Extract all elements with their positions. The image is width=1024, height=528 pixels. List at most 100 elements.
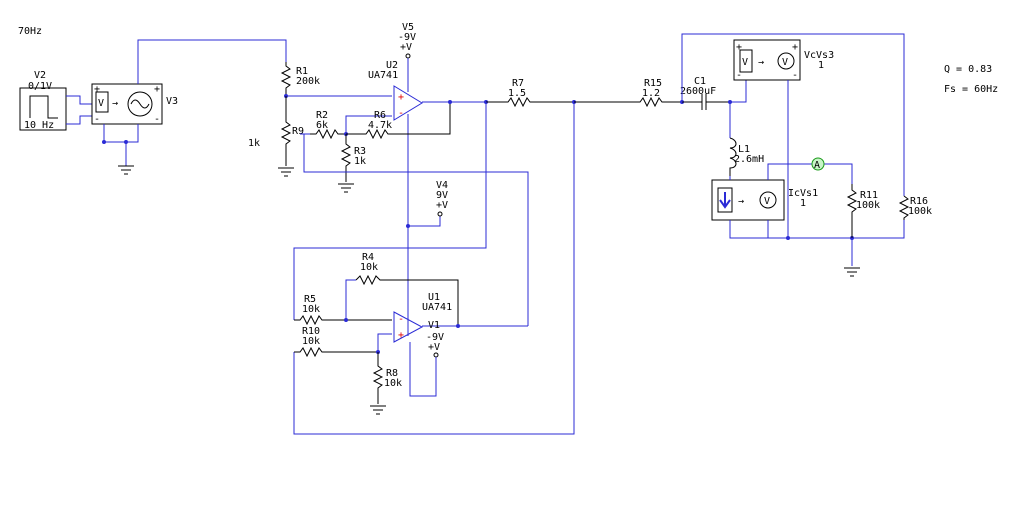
vcvs3-meter-v: V xyxy=(742,57,748,68)
r11-name: R11 xyxy=(860,190,878,201)
icvs1-gain: 1 xyxy=(800,198,806,209)
resistor-r9-body[interactable] xyxy=(280,96,292,166)
square-wave-icon xyxy=(29,95,58,119)
c1-value: 2600uF xyxy=(680,86,716,97)
v3-name: V3 xyxy=(166,96,178,107)
r4-value: 10k xyxy=(360,262,378,273)
v3-minus-out: - xyxy=(154,114,160,125)
ammeter-label: A xyxy=(814,160,820,171)
r6-name: R6 xyxy=(374,110,386,121)
v3-plus: + xyxy=(94,84,100,95)
v2-frequency: 10 Hz xyxy=(24,120,54,131)
resistor-r5-body[interactable] xyxy=(294,314,392,326)
v3-minus: - xyxy=(94,114,100,125)
vcvs3-source-icon xyxy=(777,52,795,70)
resistor-r8-body[interactable] xyxy=(372,352,384,404)
v4-value: 9V xyxy=(436,190,448,201)
wire-v3-bottom xyxy=(103,124,139,143)
v1-name: V1 xyxy=(428,320,440,331)
probe-vcvs3[interactable]: V → V + + - - VcVs3 1 xyxy=(733,39,834,81)
ammeter-probe-icon[interactable] xyxy=(811,157,825,171)
vcvs3-source-v: V xyxy=(782,57,788,68)
resistor-r10-body[interactable] xyxy=(294,346,378,358)
v3-frame xyxy=(91,83,163,125)
r10-value: 10k xyxy=(302,336,320,347)
v5-terminal xyxy=(405,53,411,59)
r3-value: 1k xyxy=(354,156,366,167)
u1-minus: - xyxy=(398,314,404,325)
v1-plus: +V xyxy=(428,342,440,353)
source-v2[interactable]: V2 0/1V 10 Hz xyxy=(19,70,67,131)
vcvs3-minus-out: - xyxy=(792,70,798,81)
resistor-r3-body[interactable] xyxy=(340,134,352,182)
sine-wave-glyph xyxy=(130,99,150,109)
opamp-u2[interactable]: + - U2 UA741 xyxy=(368,60,423,121)
resistor-r7-body[interactable] xyxy=(486,96,574,108)
v2-value: 0/1V xyxy=(28,81,52,92)
r15-value: 1.2 xyxy=(642,88,660,99)
wire-top-loop xyxy=(681,33,905,196)
u1-triangle xyxy=(393,311,424,343)
v5-plus: +V xyxy=(400,42,412,53)
r8-value: 10k xyxy=(384,378,402,389)
v2-name: V2 xyxy=(34,70,46,81)
v3-meter-v: V xyxy=(98,98,104,109)
v4-terminal xyxy=(437,211,443,217)
r16-name: R16 xyxy=(910,196,928,207)
ground-icon xyxy=(338,183,354,193)
r2-value: 6k xyxy=(316,120,328,131)
ground-icon xyxy=(278,167,294,177)
vcvs3-minus: - xyxy=(736,70,742,81)
resistor-r11-body[interactable] xyxy=(846,184,858,238)
r1-name: R1 xyxy=(296,66,308,77)
l1-value: 2.6mH xyxy=(734,154,764,165)
resistor-r1-body[interactable] xyxy=(280,62,292,96)
capacitor-c1-body[interactable] xyxy=(682,94,730,110)
resistor-r6-body[interactable] xyxy=(346,102,451,140)
wire-to-vcvs3 xyxy=(730,80,747,103)
probe-icvs1[interactable]: → V IcVs1 1 xyxy=(711,179,818,221)
resistor-r16-body[interactable] xyxy=(898,195,910,220)
square-source-frame xyxy=(19,87,67,131)
u2-name: U2 xyxy=(386,60,398,71)
v4-plus: +V xyxy=(436,200,448,211)
q-factor-label: Q = 0.83 xyxy=(944,64,992,75)
u2-triangle xyxy=(393,85,423,121)
icvs1-meter-box xyxy=(717,187,733,213)
v3-meter-box xyxy=(95,91,109,113)
wire-to-r10 xyxy=(293,102,575,435)
vcvs3-arrow: → xyxy=(758,57,764,68)
resistor-r4-body[interactable] xyxy=(355,274,459,326)
icvs1-source-v: V xyxy=(764,196,770,207)
r6-value: 4.7k xyxy=(368,120,392,131)
wire-bottom-loop xyxy=(729,220,905,239)
resistor-r2-body[interactable] xyxy=(310,128,346,140)
wire-to-r11 xyxy=(767,163,853,184)
ground-icon xyxy=(844,267,860,277)
r16-value: 100k xyxy=(908,206,932,217)
resistor-r15-body[interactable] xyxy=(574,96,682,108)
opamp-u1[interactable]: - + U1 UA741 xyxy=(393,292,452,343)
wire-v2-ret xyxy=(66,115,92,125)
icvs1-arrow: → xyxy=(738,196,744,207)
r1-value: 200k xyxy=(296,76,320,87)
converter-v3[interactable]: V → + + - - V3 xyxy=(91,83,178,125)
junction xyxy=(344,318,348,322)
current-arrow-icon xyxy=(719,192,731,209)
wire-v3-to-r1 xyxy=(137,39,287,84)
r9-name: R9 xyxy=(292,126,304,137)
v3-plus-out: + xyxy=(154,84,160,95)
wire-to-u1-plus xyxy=(377,333,392,352)
inductor-l1-body[interactable] xyxy=(729,137,737,176)
junction xyxy=(456,324,460,328)
ground-icon xyxy=(370,405,386,415)
u2-minus: - xyxy=(398,108,404,119)
r4-name: R4 xyxy=(362,252,374,263)
vcvs3-name: VcVs3 xyxy=(804,50,834,61)
r2-name: R2 xyxy=(316,110,328,121)
u2-model: UA741 xyxy=(368,70,398,81)
r7-value: 1.5 xyxy=(508,88,526,99)
v1-terminal xyxy=(433,352,439,358)
r5-name: R5 xyxy=(304,294,316,305)
